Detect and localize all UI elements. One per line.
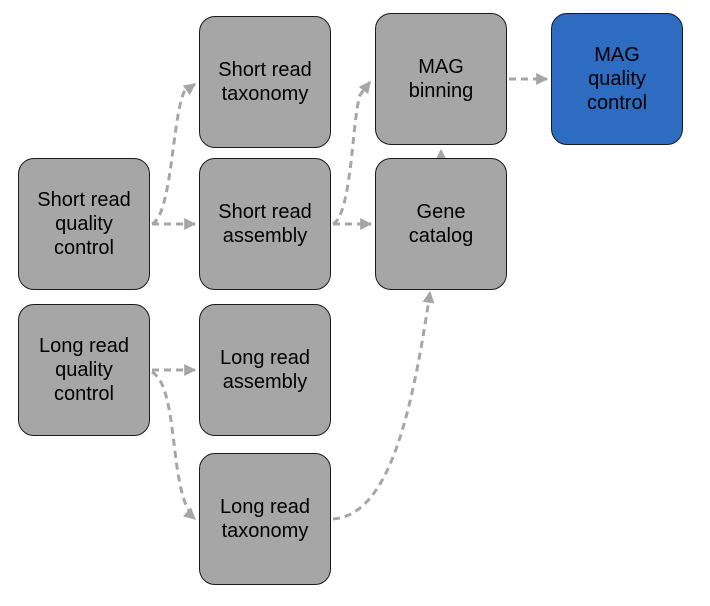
node-mag-binning: MAG binning — [375, 13, 507, 145]
node-label: Long read quality control — [38, 335, 130, 405]
node-short-read-assembly: Short read assembly — [199, 158, 331, 290]
node-label: Gene catalog — [408, 201, 474, 247]
edge-long-read-taxonomy-to-gene-catalog — [332, 290, 435, 521]
node-label: Short read assembly — [218, 201, 312, 247]
node-label: Short read taxonomy — [218, 59, 312, 105]
node-short-read-taxonomy: Short read taxonomy — [199, 16, 331, 148]
node-mag-quality-control: MAG quality control — [551, 13, 683, 145]
node-label: Short read quality control — [37, 189, 131, 259]
node-gene-catalog: Gene catalog — [375, 158, 507, 290]
edge-long-read-qc-to-long-read-taxonomy — [151, 370, 197, 521]
node-label: MAG binning — [408, 56, 474, 102]
node-label: MAG quality control — [586, 44, 648, 114]
node-long-read-assembly: Long read assembly — [199, 304, 331, 436]
edge-short-read-assembly-to-mag-binning — [332, 81, 372, 226]
edge-short-read-qc-to-short-read-taxonomy — [151, 82, 196, 226]
node-short-read-quality-control: Short read quality control — [18, 158, 150, 290]
node-label: Long read taxonomy — [219, 496, 311, 542]
node-label: Long read assembly — [219, 347, 311, 393]
node-long-read-taxonomy: Long read taxonomy — [199, 453, 331, 585]
node-long-read-quality-control: Long read quality control — [18, 304, 150, 436]
